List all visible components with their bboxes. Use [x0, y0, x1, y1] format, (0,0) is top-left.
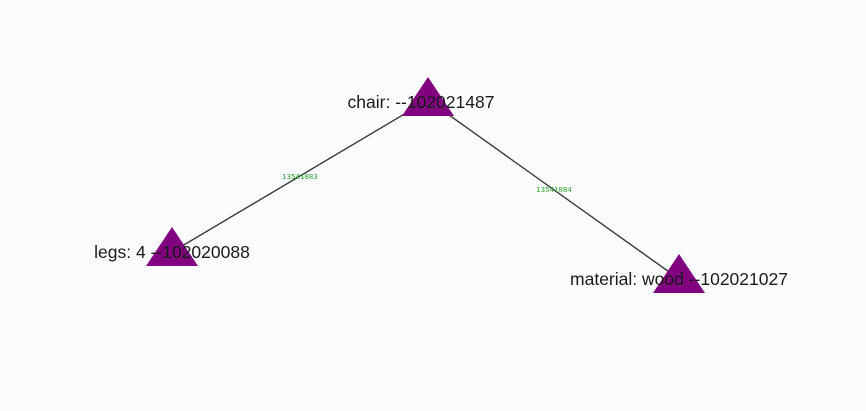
node-chair-triangle-icon[interactable] — [402, 77, 454, 116]
node-legs[interactable]: legs: 4 --102020088 — [94, 227, 250, 266]
edge-chair-material[interactable] — [427, 99, 680, 280]
node-legs-label: legs: 4 --102020088 — [94, 242, 250, 262]
node-chair[interactable]: chair: --102021487 — [348, 77, 495, 116]
edge-label-chair-legs: 13541883 — [282, 173, 318, 181]
node-chair-label: chair: --102021487 — [348, 92, 495, 112]
nodes-layer: chair: --102021487 legs: 4 --102020088 m… — [94, 77, 788, 293]
edges-layer — [171, 99, 680, 280]
node-material-label: material: wood --102021027 — [570, 269, 788, 289]
node-material[interactable]: material: wood --102021027 — [570, 254, 788, 293]
edge-chair-legs[interactable] — [171, 99, 429, 253]
node-legs-triangle-icon[interactable] — [146, 227, 198, 266]
edge-labels-layer: 13541883 13541884 — [282, 173, 572, 194]
node-material-triangle-icon[interactable] — [653, 254, 705, 293]
edge-label-chair-material: 13541884 — [536, 186, 572, 194]
